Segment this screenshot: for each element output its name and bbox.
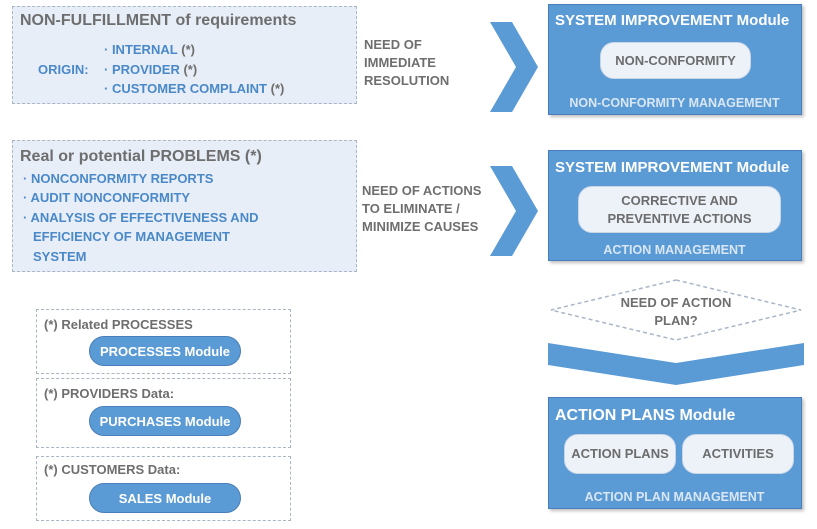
origin-item-provider: · PROVIDER (*) bbox=[104, 63, 197, 76]
origin-label: ORIGIN: bbox=[38, 62, 89, 77]
problem-item: · ANALYSIS OF EFFECTIVENESS AND bbox=[23, 210, 259, 225]
problem-item: SYSTEM bbox=[33, 249, 87, 264]
origin-item-text: · INTERNAL bbox=[104, 42, 178, 57]
related-processes-box bbox=[36, 309, 291, 374]
decision-line: PLAN? bbox=[654, 313, 698, 329]
related-label: (*) CUSTOMERS Data: bbox=[44, 462, 181, 477]
system-improvement-module-actions[interactable]: SYSTEM IMPROVEMENT Module CORRECTIVE AND… bbox=[548, 150, 802, 261]
problem-item: · AUDIT NONCONFORMITY bbox=[23, 190, 191, 205]
action-plans-pill[interactable]: ACTION PLANS bbox=[564, 434, 676, 474]
need-resolution-line: NEED OF bbox=[364, 37, 422, 52]
corrective-preventive-actions-pill[interactable]: CORRECTIVE AND PREVENTIVE ACTIONS bbox=[578, 186, 781, 233]
nonfulfillment-title: NON-FULFILLMENT of requirements bbox=[20, 12, 297, 29]
module-title: SYSTEM IMPROVEMENT Module bbox=[555, 159, 790, 176]
action-plans-module[interactable]: ACTION PLANS Module ACTION PLANS ACTIVIT… bbox=[548, 397, 802, 509]
module-subtitle: NON-CONFORMITY MANAGEMENT bbox=[569, 96, 780, 110]
problems-panel bbox=[12, 140, 357, 272]
need-actions-line: MINIMIZE CAUSES bbox=[362, 219, 479, 235]
need-actions-line: NEED OF ACTIONS bbox=[362, 183, 482, 198]
origin-item-mark: (*) bbox=[270, 81, 285, 96]
chevron-arrow-icon bbox=[490, 166, 538, 256]
nonfulfillment-panel bbox=[12, 6, 357, 104]
module-title: SYSTEM IMPROVEMENT Module bbox=[555, 12, 790, 29]
need-resolution-line: IMMEDIATE bbox=[364, 55, 436, 71]
module-subtitle: ACTION MANAGEMENT bbox=[603, 243, 746, 257]
need-resolution-text: NEED OF IMMEDIATE RESOLUTION bbox=[364, 36, 449, 91]
chevron-arrow-icon bbox=[490, 22, 538, 112]
origin-item-internal: · INTERNAL (*) bbox=[104, 43, 195, 56]
need-actions-line: TO ELIMINATE / bbox=[362, 201, 460, 217]
pill-line: PREVENTIVE ACTIONS bbox=[607, 210, 752, 226]
origin-item-mark: (*) bbox=[183, 62, 198, 77]
pill-line: CORRECTIVE AND bbox=[621, 192, 738, 208]
problem-item: · NONCONFORMITY REPORTS bbox=[23, 171, 214, 186]
origin-item-text: · CUSTOMER COMPLAINT bbox=[104, 81, 267, 96]
origin-item-text: · PROVIDER bbox=[104, 62, 180, 77]
problem-item: EFFICIENCY OF MANAGEMENT bbox=[33, 229, 230, 244]
related-label: (*) PROVIDERS Data: bbox=[44, 386, 175, 401]
chevron-down-arrow-icon bbox=[548, 343, 804, 385]
need-resolution-line: RESOLUTION bbox=[364, 73, 450, 89]
module-subtitle: ACTION PLAN MANAGEMENT bbox=[584, 490, 765, 504]
problems-title: Real or potential PROBLEMS (*) bbox=[20, 148, 262, 165]
module-title: ACTION PLANS Module bbox=[555, 407, 736, 424]
related-providers-box bbox=[36, 378, 291, 448]
need-actions-text: NEED OF ACTIONS TO ELIMINATE / MINIMIZE … bbox=[362, 182, 481, 237]
non-conformity-pill[interactable]: NON-CONFORMITY bbox=[600, 42, 751, 79]
purchases-module-button[interactable]: PURCHASES Module bbox=[89, 406, 241, 436]
activities-pill[interactable]: ACTIVITIES bbox=[682, 434, 794, 474]
decision-diamond-shape bbox=[550, 279, 802, 341]
decision-text: NEED OF ACTION PLAN? bbox=[548, 294, 804, 330]
processes-module-button[interactable]: PROCESSES Module bbox=[89, 336, 241, 366]
related-label: (*) Related PROCESSES bbox=[44, 317, 193, 332]
related-customers-box bbox=[36, 456, 291, 521]
system-improvement-module-nc[interactable]: SYSTEM IMPROVEMENT Module NON-CONFORMITY… bbox=[548, 4, 802, 115]
sales-module-button[interactable]: SALES Module bbox=[89, 483, 241, 513]
origin-item-customer-complaint: · CUSTOMER COMPLAINT (*) bbox=[104, 82, 284, 95]
origin-item-mark: (*) bbox=[181, 42, 196, 57]
decision-line: NEED OF ACTION bbox=[620, 295, 732, 310]
